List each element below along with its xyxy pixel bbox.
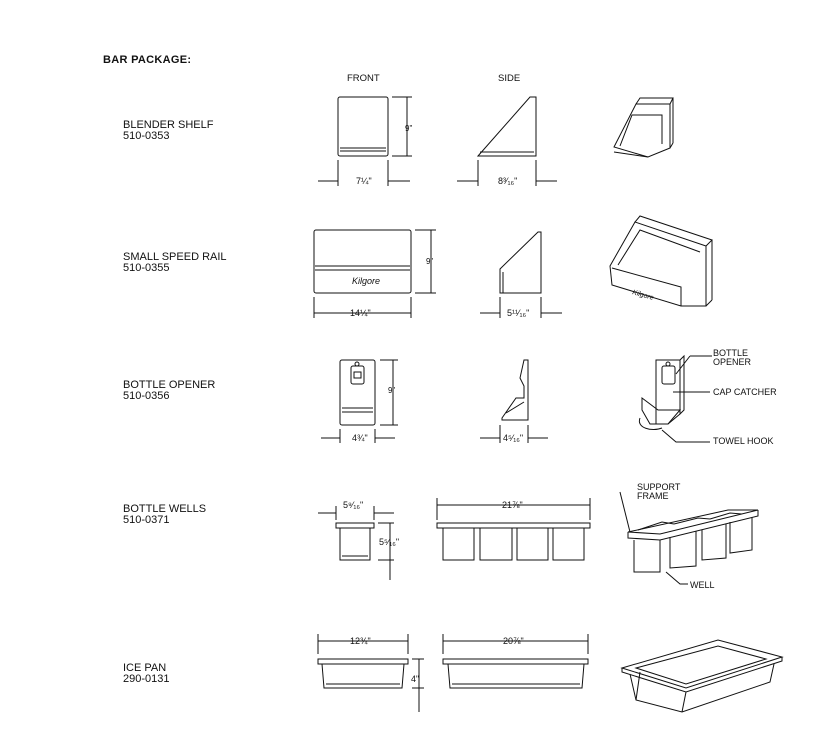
callout-opener: OPENER [713, 357, 752, 367]
speed-rail-front-view [313, 229, 436, 318]
bottle-wells-side-view [436, 498, 591, 561]
callout-bottle: BOTTLE [713, 348, 749, 358]
callout-cap-catcher: CAP CATCHER [713, 387, 777, 397]
dim-opener-front-height: 9" [388, 386, 395, 395]
bottle-opener-side-view [480, 359, 548, 443]
blender-shelf-front-view [318, 96, 412, 186]
item-code-small-speed-rail: 510-0355 [123, 262, 170, 274]
bottle-wells-front-view [318, 506, 394, 580]
dim-blender-front-height: 9" [405, 124, 412, 133]
page-title: BAR PACKAGE: [103, 54, 192, 66]
bottle-wells-iso-view [619, 491, 759, 585]
callout-towel-hook: TOWEL HOOK [713, 436, 774, 446]
speed-rail-side-view [480, 231, 562, 318]
ice-pan-front-view [317, 634, 424, 712]
item-code-ice-pan: 290-0131 [123, 673, 170, 685]
front-column-header: FRONT [347, 73, 380, 84]
blender-shelf-side-view [457, 96, 557, 186]
dim-opener-side-depth: 4⁵⁄₁₆" [503, 433, 523, 443]
item-name-blender-shelf: BLENDER SHELF [123, 119, 214, 131]
dim-blender-side-depth: 8³⁄₁₆" [498, 176, 517, 186]
dim-ice-pan-front-width: 12¾" [350, 636, 371, 646]
dim-opener-front-width: 4¾" [352, 433, 368, 443]
blender-shelf-iso-view [613, 97, 674, 158]
speed-rail-logo-iso: Kilgore [631, 289, 654, 302]
item-name-ice-pan: ICE PAN [123, 662, 167, 674]
bottle-opener-iso-view [638, 354, 712, 443]
speed-rail-iso-view [609, 215, 713, 307]
dim-ice-pan-side-width: 20⅞" [503, 636, 524, 646]
item-name-bottle-opener: BOTTLE OPENER [123, 379, 216, 391]
dim-wells-front-width: 5⁹⁄₁₆" [343, 500, 363, 510]
speed-rail-logo-front: Kilgore [352, 276, 380, 286]
dim-blender-front-width: 7¼" [356, 176, 372, 186]
ice-pan-side-view [442, 634, 589, 689]
item-code-bottle-wells: 510-0371 [123, 514, 170, 526]
dim-speed-rail-front-width: 14¼" [350, 308, 371, 318]
side-column-header: SIDE [498, 73, 521, 84]
item-code-blender-shelf: 510-0353 [123, 130, 170, 142]
ice-pan-iso-view [620, 639, 784, 713]
dim-ice-pan-front-height: 4" [411, 674, 419, 684]
item-name-bottle-wells: BOTTLE WELLS [123, 503, 207, 515]
dim-wells-front-height: 5⁵⁄₁₆" [379, 537, 399, 547]
item-code-bottle-opener: 510-0356 [123, 390, 170, 402]
dim-wells-side-width: 21⅞" [502, 500, 523, 510]
callout-support: SUPPORT [637, 482, 681, 492]
dim-speed-rail-side-depth: 5¹¹⁄₁₆" [507, 308, 529, 318]
bottle-opener-front-view [321, 359, 398, 443]
dim-speed-rail-front-height: 9" [426, 257, 433, 266]
callout-frame: FRAME [637, 491, 669, 501]
callout-well: WELL [690, 580, 715, 590]
item-name-small-speed-rail: SMALL SPEED RAIL [123, 251, 227, 263]
